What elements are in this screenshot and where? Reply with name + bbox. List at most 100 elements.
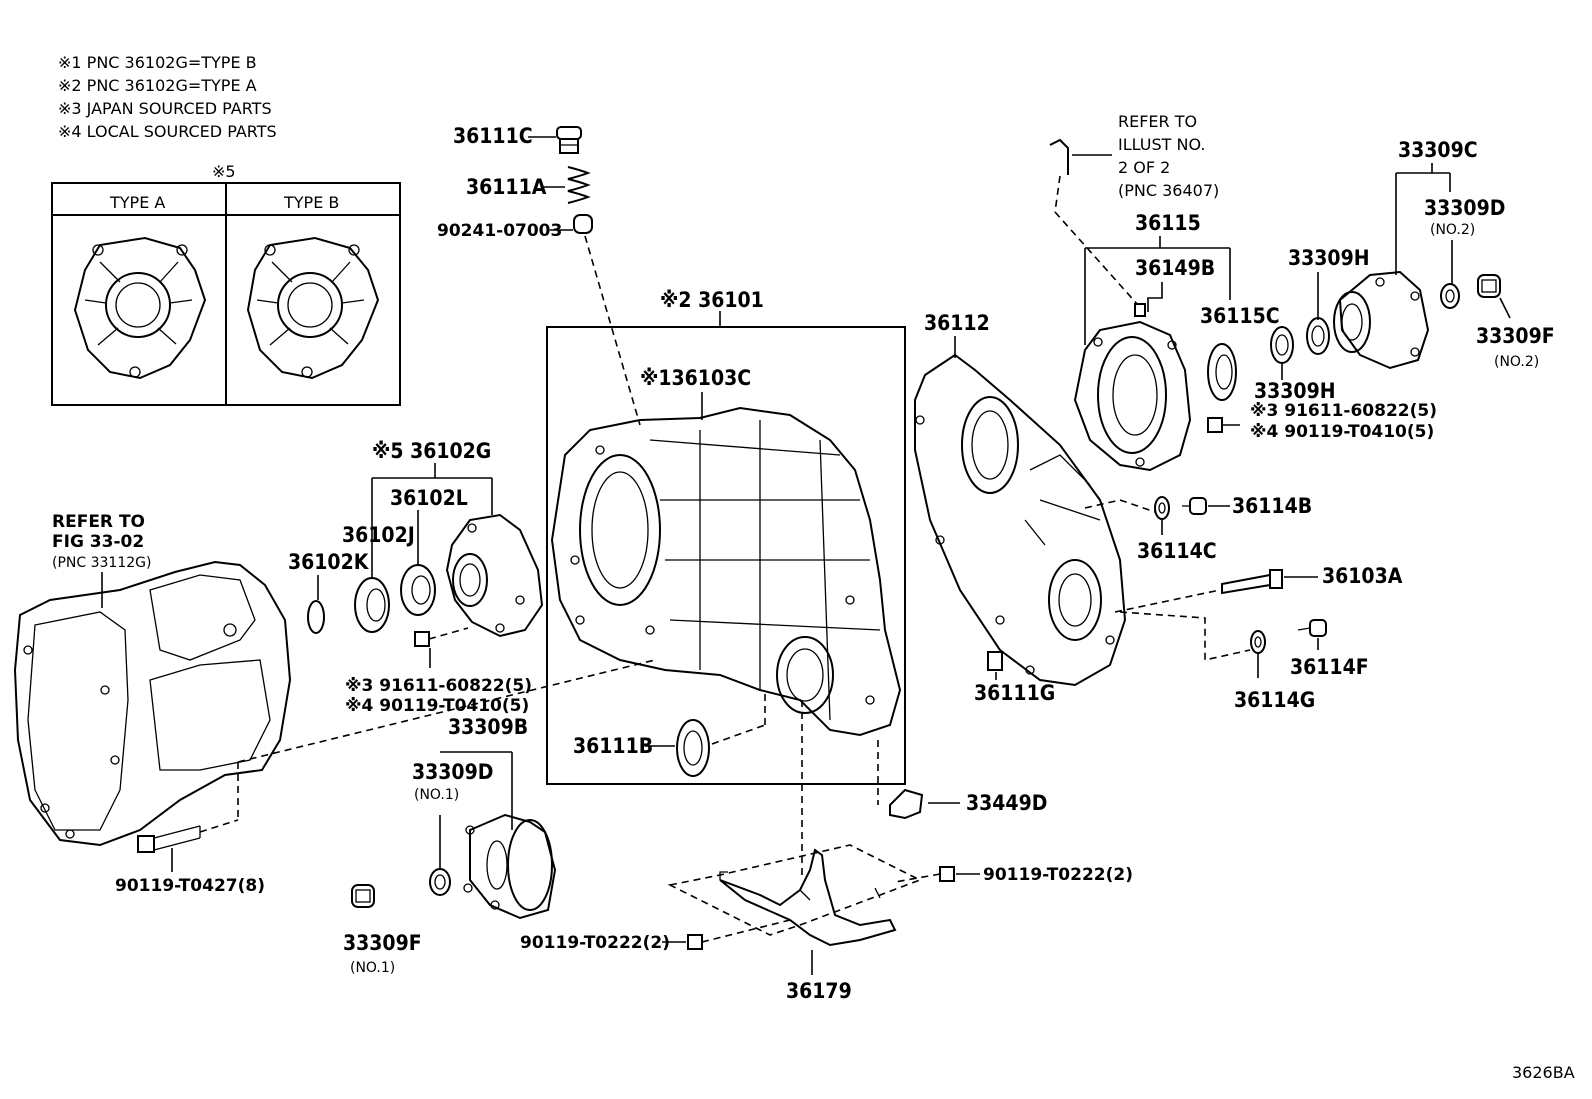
bearing-retainer xyxy=(445,513,544,638)
bolt-36114B xyxy=(1182,497,1230,515)
refer-right-line2: ILLUST NO. xyxy=(1118,135,1205,154)
note-1: ※1 PNC 36102G=TYPE B xyxy=(58,53,257,72)
label-90119-T0222-right: 90119-T0222(2) xyxy=(983,865,1133,885)
label-33309F-no1-sub: (NO.1) xyxy=(350,960,395,976)
label-36102K: 36102K xyxy=(288,550,370,574)
label-33309D-no2: 33309D xyxy=(1424,196,1505,220)
label-33449D: 33449D xyxy=(966,791,1047,815)
label-36102L: 36102L xyxy=(390,486,468,510)
label-33309H-bottom: 33309H xyxy=(1254,379,1336,403)
label-90241-07003: 90241-07003 xyxy=(437,221,562,241)
label-36115C: 36115C xyxy=(1200,304,1280,328)
washer-36114C xyxy=(1154,496,1170,535)
label-90119-T0222-left: 90119-T0222(2) xyxy=(520,933,670,953)
flange-group-33309B: 33309B 33309D (NO.1) 33309F (NO.1) xyxy=(343,715,557,976)
label-36114C: 36114C xyxy=(1137,539,1217,563)
breather-plug-36149B xyxy=(1134,303,1146,317)
label-36111G: 36111G xyxy=(974,681,1055,705)
snap-ring-36102K xyxy=(307,600,325,634)
type-a-cover-image xyxy=(73,236,207,380)
label-36114G: 36114G xyxy=(1234,688,1315,712)
label-33309F-no1: 33309F xyxy=(343,931,422,955)
clip-33449D: 33449D xyxy=(877,740,1047,820)
label-91611-right: ※3 91611-60822(5) xyxy=(1250,401,1437,421)
note-4: ※4 LOCAL SOURCED PARTS xyxy=(58,122,277,141)
type-b-cover-image xyxy=(246,236,380,380)
refer-right-block: REFER TO ILLUST NO. 2 OF 2 (PNC 36407) xyxy=(1049,112,1219,306)
label-33309F-no2: 33309F xyxy=(1476,324,1555,348)
bolt-90119-T0427: 90119-T0427(8) xyxy=(115,819,265,896)
notes-block: ※1 PNC 36102G=TYPE B ※2 PNC 36102G=TYPE … xyxy=(58,53,277,141)
bearing-36102L xyxy=(400,564,436,616)
refer-left-line1: REFER TO xyxy=(52,512,145,532)
label-33309C: 33309C xyxy=(1398,138,1478,162)
oil-seal-36111B: 36111B xyxy=(573,690,766,777)
plug-36111C: 36111C xyxy=(453,124,582,154)
protector-36179: 36179 90119-T0222(2) 90119-T0222(2) xyxy=(520,700,1133,1003)
washer-36114G xyxy=(1250,630,1266,678)
refer-left-block: REFER TO FIG 33-02 (PNC 33112G) xyxy=(52,512,151,608)
spacer-33309H-bottom xyxy=(1270,326,1294,380)
nut-33309D-no1 xyxy=(429,868,451,896)
label-36111B: 36111B xyxy=(573,734,653,758)
note-3: ※3 JAPAN SOURCED PARTS xyxy=(58,99,272,118)
case-assembly-36101: ※2 36101 ※136103C 36111B xyxy=(546,288,906,785)
ball-90241-07003: 90241-07003 xyxy=(437,214,641,426)
plug-33309F-no2 xyxy=(1477,274,1511,319)
transmission-housing xyxy=(13,560,292,847)
label-90119-T0427: 90119-T0427(8) xyxy=(115,876,265,896)
label-33309D-no2-sub: (NO.2) xyxy=(1430,222,1475,238)
rear-retainer-group-36115: 36115 36149B 36115C ※3 91611-60822(5) ※4… xyxy=(1073,211,1437,472)
label-36114F: 36114F xyxy=(1290,655,1369,679)
refer-left-line2: FIG 33-02 xyxy=(52,532,144,552)
bolt-91611-60822-right xyxy=(1207,417,1240,433)
label-90119-T0410-left: ※4 90119-T0410(5) xyxy=(345,696,529,716)
label-33309H-top: 33309H xyxy=(1288,246,1370,270)
label-90119-T0410-right: ※4 90119-T0410(5) xyxy=(1250,422,1434,442)
label-36103C: ※136103C xyxy=(640,366,751,390)
inset-marker: ※5 xyxy=(212,162,236,181)
bolt-90119-T0222-right xyxy=(894,866,980,883)
oil-seal-36115C xyxy=(1207,343,1237,401)
label-36115: 36115 xyxy=(1135,211,1201,235)
label-36149B: 36149B xyxy=(1135,256,1215,280)
refer-right-line4: (PNC 36407) xyxy=(1118,181,1219,200)
bolt-91611-60822-left xyxy=(414,627,469,668)
nut-33309D-no2 xyxy=(1440,283,1460,309)
label-36114B: 36114B xyxy=(1232,494,1312,518)
transfer-case-36103C xyxy=(550,406,902,737)
type-inset: ※5 TYPE A TYPE B xyxy=(51,162,401,406)
label-33309D-no1-sub: (NO.1) xyxy=(414,787,459,803)
label-36112: 36112 xyxy=(924,311,990,335)
bearing-36102J xyxy=(354,577,390,633)
bolt-90119-T0222-left xyxy=(662,919,791,950)
dowel-36111G: 36111G xyxy=(974,651,1055,705)
label-36179: 36179 xyxy=(786,979,852,1003)
label-33309F-no2-sub: (NO.2) xyxy=(1494,354,1539,370)
refer-right-line3: 2 OF 2 xyxy=(1118,158,1170,177)
refer-right-line1: REFER TO xyxy=(1118,112,1197,131)
case-half-36112: 36112 xyxy=(914,311,1127,687)
inset-type-b-header: TYPE B xyxy=(283,193,339,212)
label-36111A: 36111A xyxy=(466,175,547,199)
inset-type-a-header: TYPE A xyxy=(109,193,165,212)
label-36102J: 36102J xyxy=(342,523,415,547)
label-36111C: 36111C xyxy=(453,124,533,148)
label-91611-left: ※3 91611-60822(5) xyxy=(345,676,532,696)
label-36102G: ※5 36102G xyxy=(372,439,491,463)
companion-flange-left xyxy=(463,813,557,920)
label-36103A: 36103A xyxy=(1322,564,1403,588)
bolt-group-36114: 36114C 36114B 36103A 36114G 36114F xyxy=(1084,494,1403,712)
bearing-retainer-group-36102G: ※5 36102G 36102L 36102J 36102K xyxy=(288,439,544,716)
companion-flange-right xyxy=(1333,270,1430,370)
label-33309B: 33309B xyxy=(448,715,528,739)
plug-33309F-no1 xyxy=(351,884,375,908)
spacer-33309H-top xyxy=(1306,317,1330,355)
refer-left-line3: (PNC 33112G) xyxy=(52,555,151,571)
rear-retainer xyxy=(1073,320,1192,472)
case-36101-bounding-box xyxy=(546,326,906,785)
bolt-36114F xyxy=(1297,619,1327,650)
spring-36111A: 36111A xyxy=(466,166,591,204)
